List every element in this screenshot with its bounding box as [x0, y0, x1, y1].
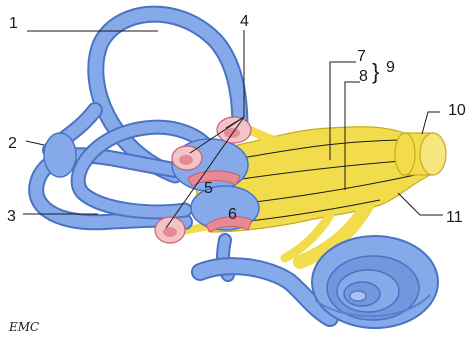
label-9: 9 — [386, 59, 395, 76]
internal-acoustic-meatus-nerve-end — [395, 133, 446, 175]
label-5: 5 — [204, 180, 213, 197]
label-1: 1 — [9, 15, 18, 32]
label-brace: } — [372, 59, 379, 84]
label-11: 11 — [446, 209, 463, 226]
watermark: EMC — [8, 320, 39, 334]
label-3: 3 — [7, 208, 16, 225]
label-10: 10 — [448, 102, 466, 119]
label-8: 8 — [359, 68, 368, 85]
label-4: 4 — [240, 13, 249, 30]
label-7: 7 — [357, 48, 366, 65]
label-6: 6 — [228, 206, 237, 223]
label-2: 2 — [8, 135, 17, 152]
